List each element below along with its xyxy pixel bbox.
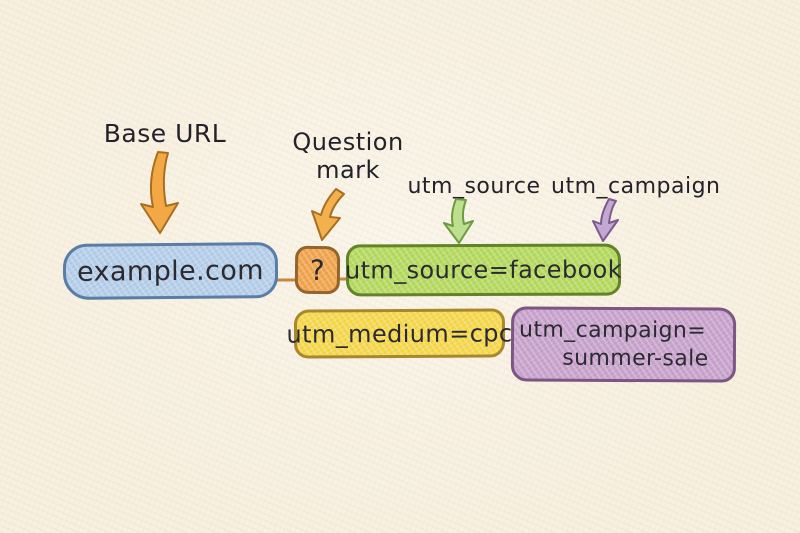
base-url-label: Base URL <box>103 119 227 148</box>
utm-campaign-arrow-icon <box>592 198 619 242</box>
base-url-box-text: example.com <box>76 254 265 288</box>
question-mark-label: Question mark <box>278 128 418 185</box>
question-mark-label-line1: Question <box>292 128 404 156</box>
question-mark-separator-text: ? <box>309 253 326 287</box>
utm-campaign-box-line1: utm_campaign= <box>518 317 707 344</box>
utm-campaign-label: utm_campaign <box>551 174 721 199</box>
question-mark-arrow-icon <box>311 188 345 241</box>
utm-campaign-box-line2: summer-sale <box>562 345 709 371</box>
utm-medium-box: utm_medium=cpc <box>286 308 513 359</box>
utm-source-label: utm_source <box>407 174 541 199</box>
question-mark-label-line2: mark <box>316 156 380 185</box>
utm-source-box-text: utm_source=facebook <box>344 255 623 285</box>
utm-source-box: utm_source=facebook <box>344 243 623 297</box>
base-url-arrow-icon <box>140 151 179 234</box>
utm-source-arrow-icon <box>443 198 474 244</box>
utm-medium-box-text: utm_medium=cpc <box>286 318 513 349</box>
utm-campaign-box: utm_campaign= summer-sale <box>510 306 737 383</box>
question-mark-separator-box: ? <box>294 245 341 295</box>
base-url-box: example.com <box>62 242 279 300</box>
